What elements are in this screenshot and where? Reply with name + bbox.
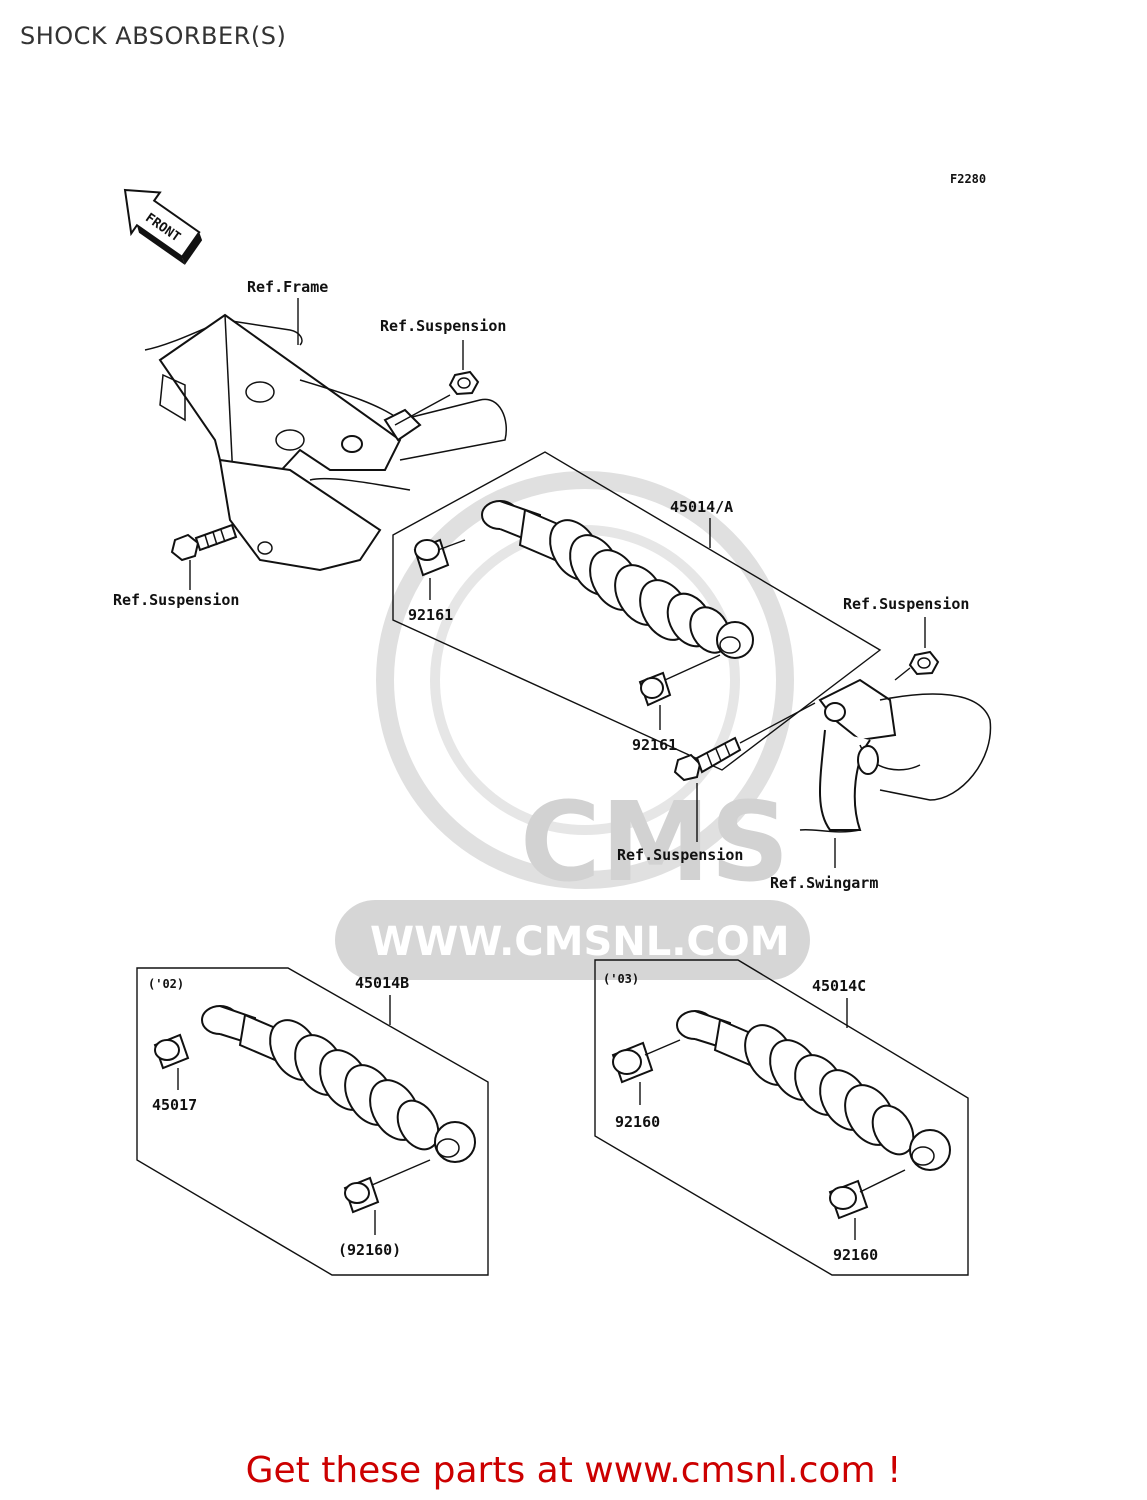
bolt-bottom-icon [673,736,742,782]
front-arrow-icon: FRONT [123,188,203,265]
bushing-92160-c-icon [828,1179,869,1220]
cta-link[interactable]: Get these parts at www.cmsnl.com ! [245,1450,902,1491]
group-03-label: ('03) [603,972,639,986]
shock-absorber-c [676,1010,951,1171]
ref-suspension-top-label: Ref.Suspension [380,317,506,335]
bushing-45017-icon [153,1033,190,1070]
part-92160-paren-label: (92160) [338,1241,401,1259]
part-45014b-label: 45014B [355,974,409,992]
part-92160-a-label: 92160 [615,1113,660,1131]
figure-code: F2280 [950,172,986,186]
shock-absorber-b [201,1005,476,1163]
nut-right-icon [908,650,940,676]
parts-diagram: CMS WWW.CMSNL.COM F2280 FRONT Ref.Frame … [113,172,992,1276]
ref-suspension-bottom-label: Ref.Suspension [617,846,743,864]
group-02-label: ('02) [148,977,184,991]
part-92160-b-label: 92160 [833,1246,878,1264]
watermark-url: WWW.CMSNL.COM [370,919,790,965]
nut-top-icon [448,370,480,396]
watermark-brand: CMS [520,778,789,906]
shock-absorber-main [481,500,754,659]
bushing-92160-a-icon [611,1041,654,1084]
ref-frame-label: Ref.Frame [247,278,328,296]
bushing-92160-b-icon [343,1176,380,1214]
page-title: SHOCK ABSORBER(S) [20,22,287,50]
ref-swingarm-label: Ref.Swingarm [770,874,878,892]
swingarm-assembly [799,678,992,833]
bushing-92161-lower-icon [638,671,672,707]
bolt-left-icon [170,523,238,562]
frame-assembly [144,313,507,572]
shock-45014b-box [136,967,489,1276]
part-45014a-label: 45014/A [670,498,733,516]
ref-suspension-left-label: Ref.Suspension [113,591,239,609]
part-45014c-label: 45014C [812,977,866,995]
part-92161-upper-label: 92161 [408,606,453,624]
part-45017-label: 45017 [152,1096,197,1114]
ref-suspension-right-label: Ref.Suspension [843,595,969,613]
part-92161-lower-label: 92161 [632,736,677,754]
shock-45014c-box [594,959,969,1276]
